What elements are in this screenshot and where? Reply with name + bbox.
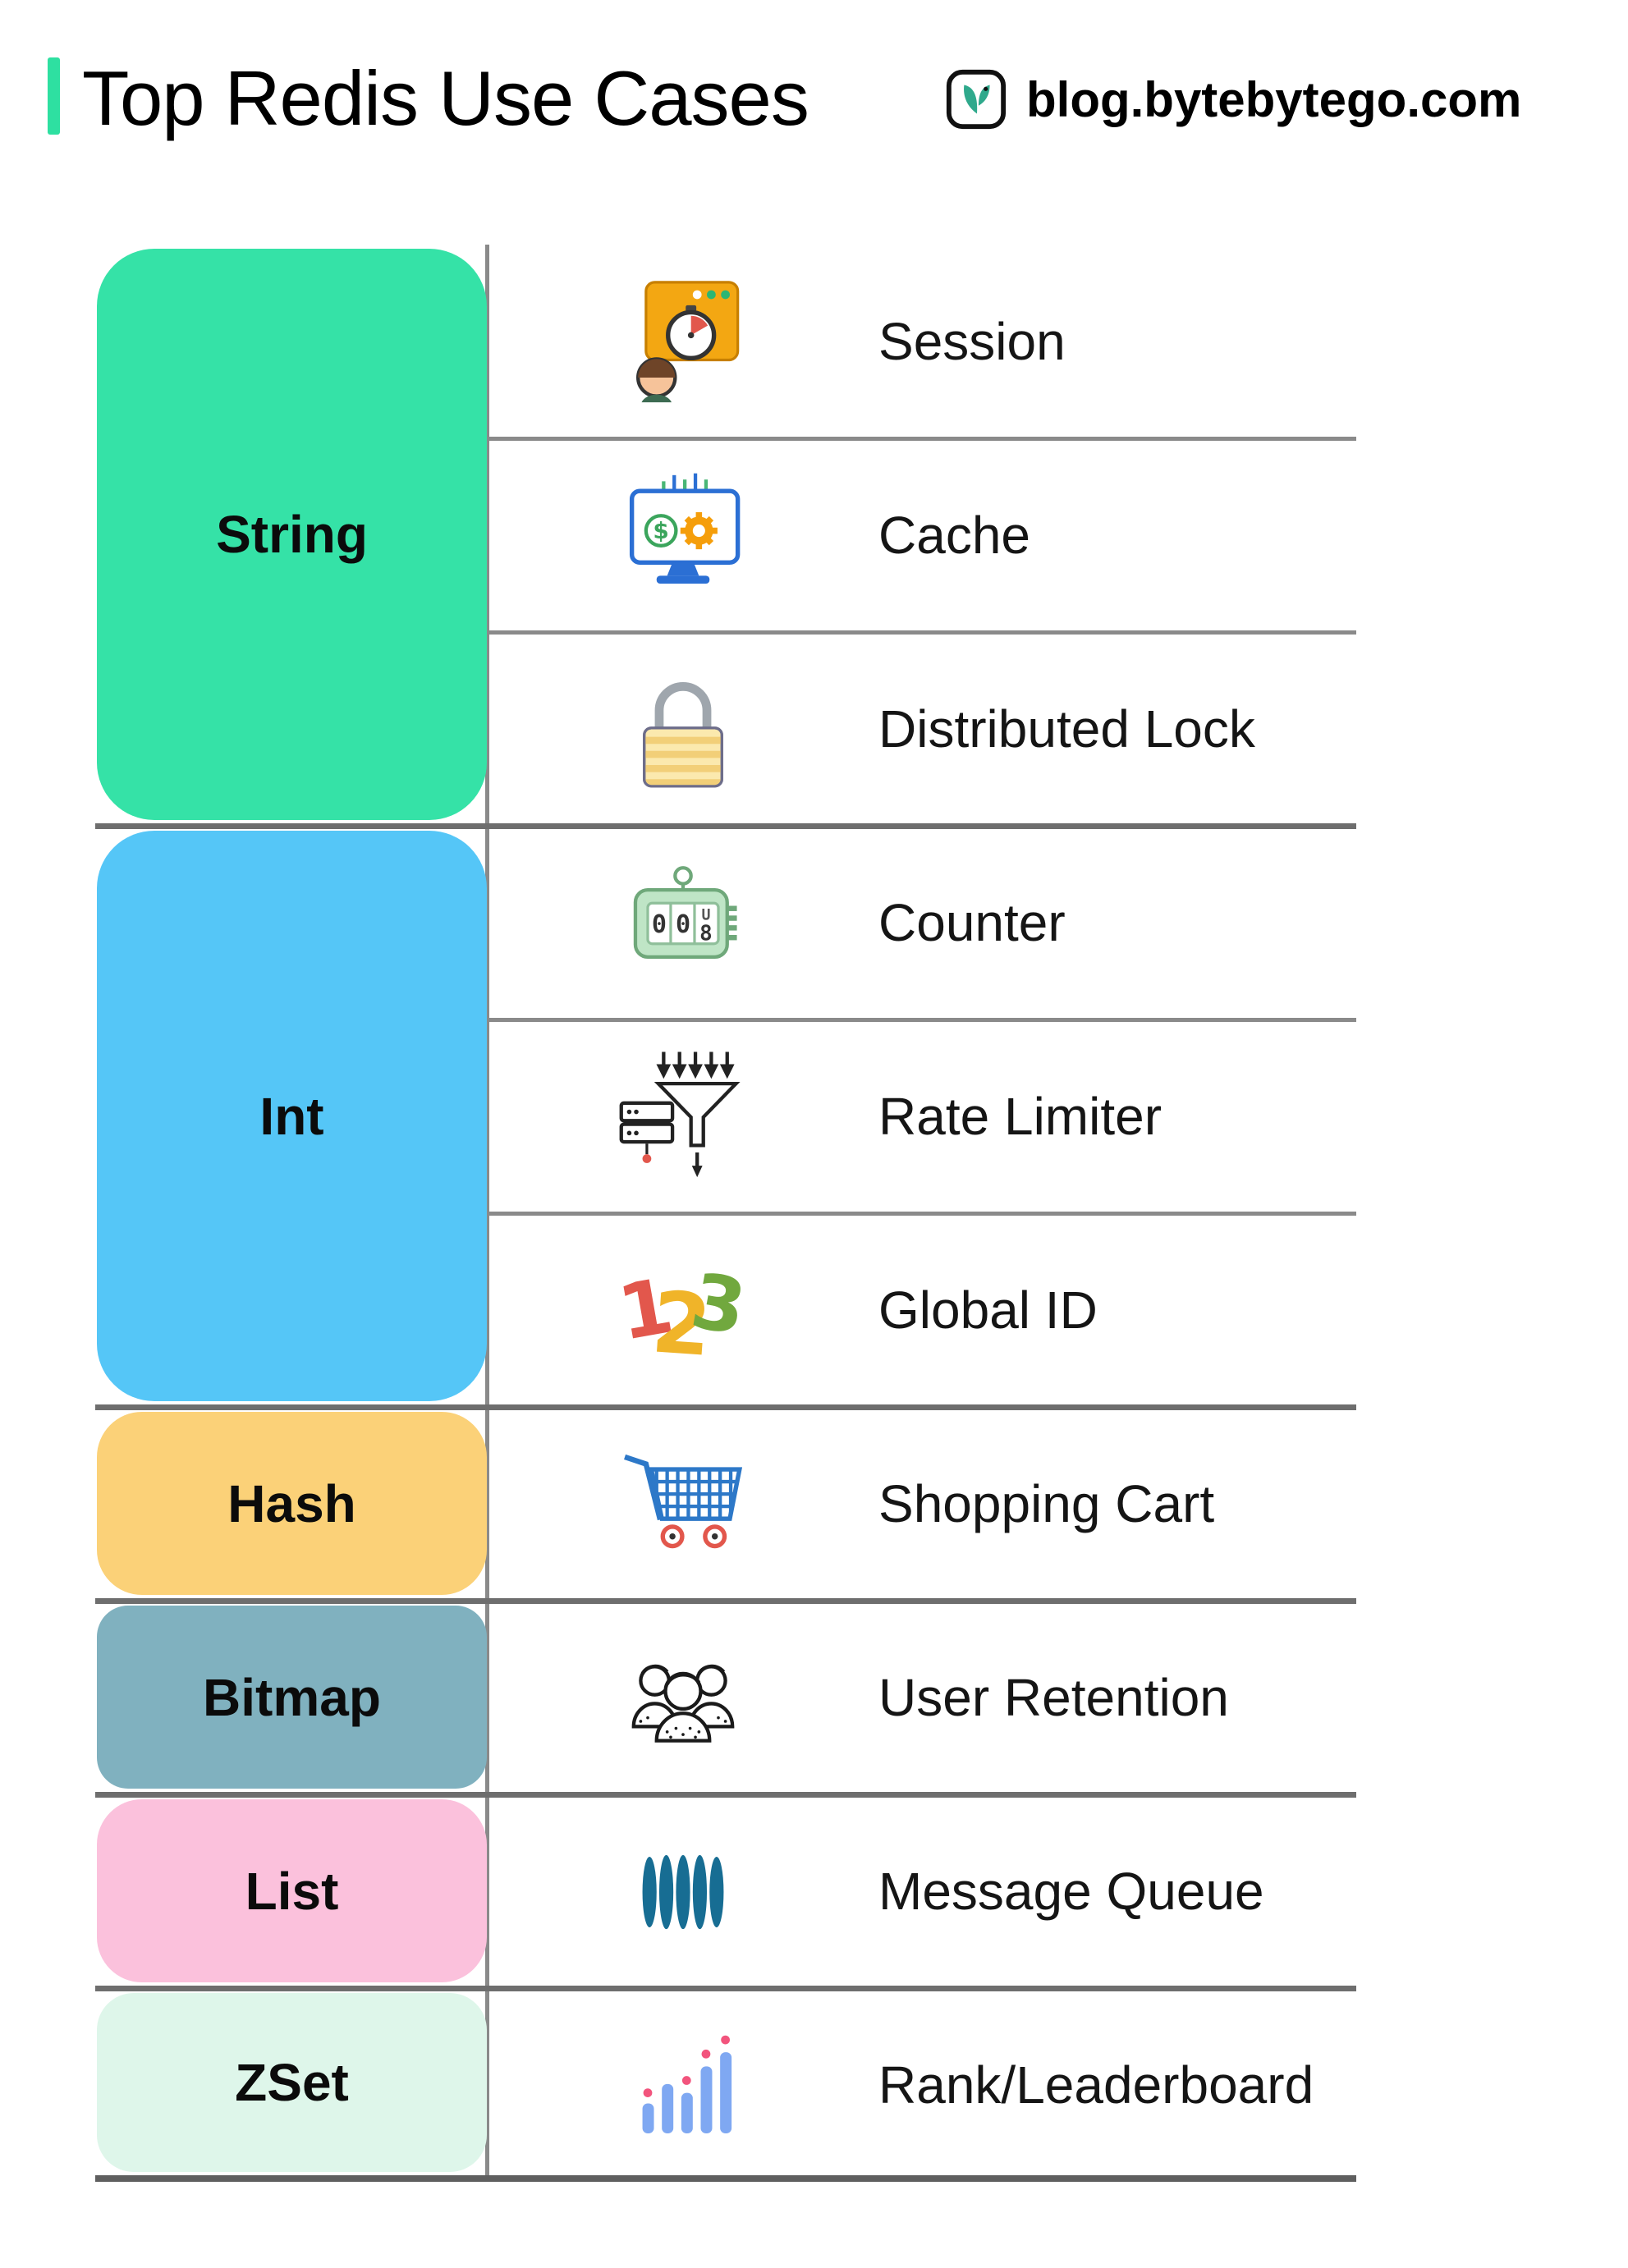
usecase-row-shopping-cart: Shopping Cart [489, 1407, 1356, 1601]
brand: blog.bytebytego.com [944, 67, 1521, 131]
svg-text:2: 2 [649, 1273, 714, 1376]
message-queue-icon [612, 1821, 754, 1963]
usecase-label: Counter [878, 893, 1066, 952]
usecase-label: Distributed Lock [878, 699, 1255, 758]
section-divider-line [95, 1792, 1356, 1798]
usecase-row-counter: 0 0 U 8 Counter [489, 826, 1356, 1019]
row-divider-line [487, 437, 1356, 441]
page-title: Top Redis Use Cases [82, 55, 809, 141]
section-label: Int [259, 1086, 324, 1146]
section-label: Bitmap [203, 1667, 381, 1727]
usecase-label: User Retention [878, 1668, 1229, 1727]
usecase-row-user-retention: User Retention [489, 1601, 1356, 1794]
section-int: Int [97, 831, 487, 1401]
usecase-label: Rank/Leaderboard [878, 2055, 1314, 2115]
usecase-label: Global ID [878, 1281, 1098, 1340]
section-divider-line [95, 1404, 1356, 1410]
section-label: ZSet [235, 2053, 349, 2112]
row-divider-line [487, 1018, 1356, 1022]
usecase-label: Session [878, 312, 1066, 371]
section-divider-line [95, 1598, 1356, 1604]
svg-text:U: U [701, 907, 710, 924]
svg-text:0: 0 [676, 910, 690, 939]
section-label: List [245, 1861, 339, 1921]
title-accent-bar [48, 57, 60, 135]
section-divider-line [95, 823, 1356, 829]
usecase-row-message-queue: Message Queue [489, 1794, 1356, 1988]
usecase-row-cache: $ Cache [489, 438, 1356, 632]
usecase-label: Cache [878, 506, 1030, 565]
row-divider-line [487, 1212, 1356, 1216]
usecase-label: Shopping Cart [878, 1474, 1215, 1533]
section-string: String [97, 249, 487, 820]
rate-limiter-icon [612, 1047, 754, 1188]
shopping-cart-icon [612, 1434, 754, 1575]
session-icon [612, 272, 754, 413]
counter-icon: 0 0 U 8 [612, 853, 754, 994]
section-label: Hash [227, 1473, 356, 1533]
section-hash: Hash [97, 1412, 487, 1595]
user-retention-icon [612, 1628, 754, 1769]
global-id-icon: 1 2 3 [612, 1240, 754, 1381]
usecase-row-session: Session [489, 245, 1356, 438]
section-zset: ZSet [97, 1993, 487, 2172]
bytebytego-logo [944, 67, 1008, 131]
section-list: List [97, 1799, 487, 1982]
leaderboard-icon [612, 2015, 754, 2156]
usecase-row-distributed-lock: Distributed Lock [489, 632, 1356, 826]
usecase-row-rank-leaderboard: Rank/Leaderboard [489, 1988, 1356, 2182]
svg-text:8: 8 [699, 921, 713, 946]
row-divider-line [487, 630, 1356, 635]
usecase-row-global-id: 1 2 3 Global ID [489, 1213, 1356, 1407]
svg-text:3: 3 [685, 1256, 752, 1353]
brand-site-text: blog.bytebytego.com [1026, 71, 1522, 127]
usecase-label: Rate Limiter [878, 1087, 1162, 1146]
section-bitmap: Bitmap [97, 1606, 487, 1789]
bottom-border-line [95, 2175, 1356, 2182]
cache-icon: $ [612, 465, 754, 607]
svg-text:$: $ [653, 517, 668, 544]
svg-text:0: 0 [652, 910, 667, 939]
section-divider-line [95, 1986, 1356, 1991]
usecase-label: Message Queue [878, 1862, 1264, 1921]
lock-icon [612, 659, 754, 800]
section-label: String [216, 505, 368, 564]
usecase-row-rate-limiter: Rate Limiter [489, 1019, 1356, 1213]
